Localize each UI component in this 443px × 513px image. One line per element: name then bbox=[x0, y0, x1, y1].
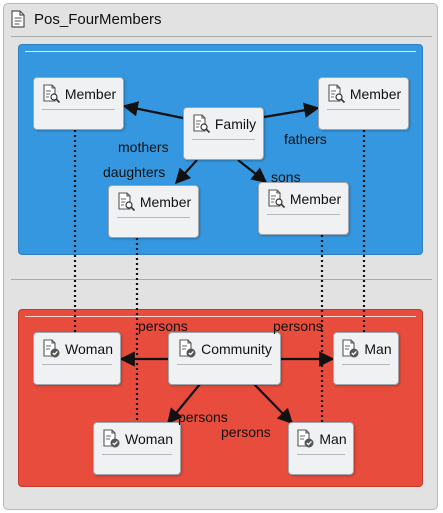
node-label: Man bbox=[364, 341, 392, 357]
node-member[interactable]: Member bbox=[33, 77, 124, 130]
edge-label-persons: persons bbox=[138, 318, 188, 334]
node-member[interactable]: Member bbox=[108, 185, 199, 238]
query-document-icon bbox=[118, 192, 136, 212]
node-label: Member bbox=[289, 191, 342, 207]
query-document-icon bbox=[43, 84, 61, 104]
document-icon bbox=[11, 10, 25, 28]
diagram-title: Pos_FourMembers bbox=[34, 10, 162, 28]
edge-label-persons: persons bbox=[178, 409, 228, 425]
node-family[interactable]: Family bbox=[183, 107, 264, 160]
node-label: Member bbox=[64, 86, 117, 102]
edge-label-mothers: mothers bbox=[118, 139, 169, 155]
edge-label-persons: persons bbox=[221, 424, 271, 440]
node-label: Woman bbox=[65, 341, 113, 357]
diagram-title-bar: Pos_FourMembers bbox=[8, 8, 162, 30]
node-label: Community bbox=[201, 341, 272, 357]
query-document-icon bbox=[268, 189, 286, 209]
node-label: Man bbox=[319, 431, 347, 447]
edge-label-fathers: fathers bbox=[284, 131, 327, 147]
node-label: Member bbox=[349, 86, 402, 102]
query-document-icon bbox=[193, 114, 211, 134]
checked-document-icon bbox=[179, 339, 197, 359]
checked-document-icon bbox=[103, 429, 121, 449]
query-document-icon bbox=[328, 84, 346, 104]
checked-document-icon bbox=[342, 339, 360, 359]
node-label: Woman bbox=[125, 431, 173, 447]
node-member[interactable]: Member bbox=[318, 77, 409, 130]
checked-document-icon bbox=[297, 429, 315, 449]
edge-label-sons: sons bbox=[271, 169, 301, 185]
node-label: Family bbox=[214, 116, 257, 132]
divider bbox=[11, 279, 432, 280]
edge-label-daughters: daughters bbox=[103, 164, 166, 180]
node-woman[interactable]: Woman bbox=[33, 332, 121, 385]
node-label: Member bbox=[139, 194, 192, 210]
node-community[interactable]: Community bbox=[168, 332, 281, 385]
node-member[interactable]: Member bbox=[258, 182, 349, 235]
node-man[interactable]: Man bbox=[333, 332, 399, 385]
edge-label-persons: persons bbox=[273, 318, 323, 334]
divider bbox=[11, 36, 432, 37]
node-woman[interactable]: Woman bbox=[93, 422, 181, 475]
checked-document-icon bbox=[43, 339, 61, 359]
node-man[interactable]: Man bbox=[288, 422, 354, 475]
